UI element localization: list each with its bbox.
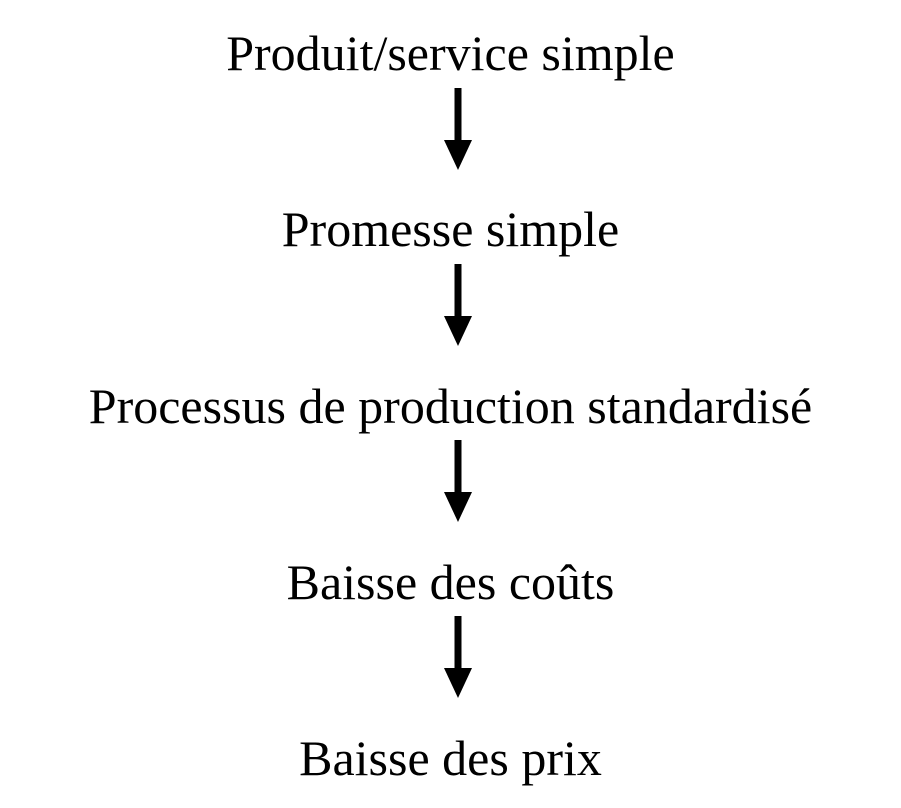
arrow-down-icon bbox=[440, 440, 476, 522]
step-promesse-simple: Promesse simple bbox=[281, 201, 620, 257]
arrow-down-icon bbox=[440, 616, 476, 698]
arrow-down-icon bbox=[440, 264, 476, 346]
step-baisse-des-couts: Baisse des coûts bbox=[286, 554, 615, 610]
step-produit-service-simple: Produit/service simple bbox=[226, 25, 675, 81]
step-baisse-des-prix: Baisse des prix bbox=[299, 730, 602, 786]
arrow-down-icon bbox=[440, 88, 476, 170]
step-processus-production: Processus de production standardisé bbox=[88, 378, 813, 434]
